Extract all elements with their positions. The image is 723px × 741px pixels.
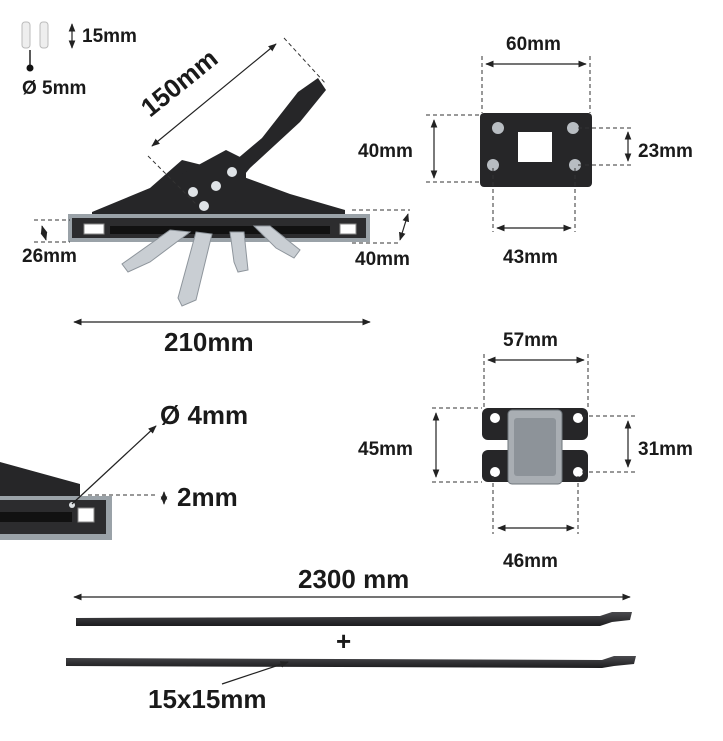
bar-length-label: 2300 mm [298,564,409,594]
base-height-right-label: 40mm [355,249,410,270]
bar-1 [76,612,632,626]
hinge-hole-h-label: 46mm [503,551,558,572]
hinge-height-label: 45mm [358,439,413,460]
plate-top-hole-v-label: 23mm [638,141,693,162]
hole-diameter-arrow [71,425,157,505]
plus-sign: + [336,626,351,656]
wall-plug-icon [21,21,49,49]
pin-diameter-label: Ø 5mm [22,78,86,99]
base-height-left-arrow [40,225,48,241]
hinge-plate [482,408,588,485]
lever-length-label: 150mm [135,43,224,123]
hinge-hole-v-label: 31mm [638,439,693,460]
plate-top-hole-h-label: 43mm [503,247,558,268]
base-height-left-label: 26mm [22,246,77,267]
base-width-label: 210mm [164,327,254,357]
mounting-plate-top [480,113,592,187]
hole-detail-crop [0,462,112,540]
hole-diameter-label: Ø 4mm [160,400,248,430]
pin-length-label: 15mm [82,26,137,47]
bar-2 [66,656,636,668]
bar-section-label: 15x15mm [148,684,267,714]
hinge-width-label: 57mm [503,330,558,351]
bar-section-arrow [221,661,289,685]
screw-icon [26,50,34,72]
plate-top-height-label: 40mm [358,141,413,162]
plate-top-width-label: 60mm [506,34,561,55]
lever-mechanism [68,78,370,307]
lever-length-arrow [151,43,277,147]
thickness-label: 2mm [177,482,238,512]
base-height-right-arrow [399,213,409,241]
